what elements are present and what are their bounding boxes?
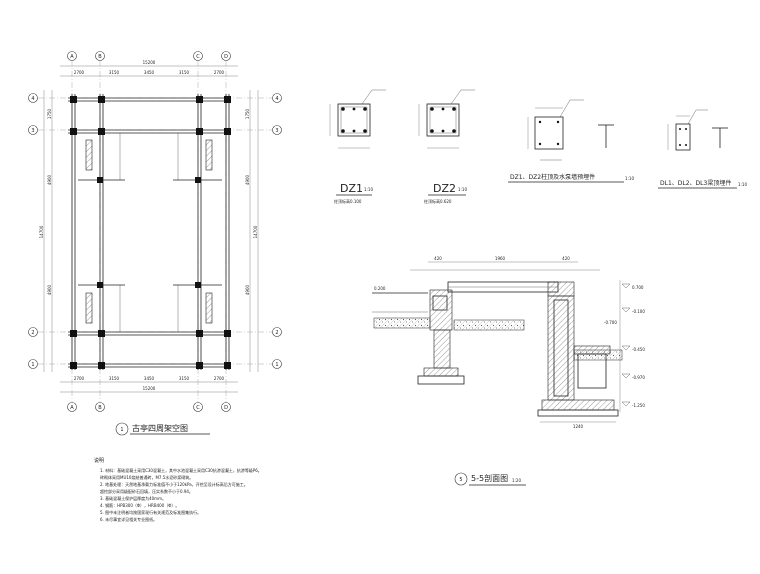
right-dim-1: 1750 — [245, 108, 250, 119]
note-line-6: 4. 钢筋：HPB300（Φ），HRB400（Φ）。 — [100, 502, 179, 508]
embed1-title: DZ1、DZ2柱顶及水泵墙预埋件 — [510, 173, 595, 181]
elev-4: -0.970 — [632, 375, 645, 380]
span-1-bottom: 2700 — [74, 376, 85, 381]
elev-6: -0.700 — [604, 320, 617, 325]
dz1-scale: 1:10 — [364, 187, 373, 192]
embed-detail-1: DZ1、DZ2柱顶及水泵墙预埋件 1:10 — [508, 99, 634, 183]
note-line-4: 超挖部分采用级配砂石回填，压实系数不小于0.94。 — [100, 488, 193, 494]
overall-height-right: 14700 — [253, 225, 258, 238]
section-top-dim-2: 1960 — [495, 256, 506, 261]
plan-title-text: 古亭四周架空图 — [132, 423, 188, 433]
general-notes: 说明 1. 材料：基础混凝土采用C30混凝土，其中水池混凝土采用C30抗渗混凝土… — [94, 457, 262, 522]
embed-detail-2: DL1、DL2、DL3梁顶埋件 1:10 — [658, 109, 747, 189]
right-dim-2: 4900 — [245, 174, 250, 185]
section-top-dim-3: 420 — [562, 256, 570, 261]
axis-label-3-right: 3 — [275, 128, 278, 134]
section-5-5: 420 1960 420 0.200 0.700 -0.10 — [372, 256, 645, 486]
note-line-1: 1. 材料：基础混凝土采用C30混凝土，其中水池混凝土采用C30抗渗混凝土，抗渗… — [100, 467, 262, 473]
plan-top-dimensions: 15200 2700 3150 3450 3150 2700 2700 3150… — [60, 60, 238, 393]
dz2-note: 柱顶标高0.620 — [424, 198, 452, 204]
dz1-note: 柱顶标高0.100 — [334, 198, 362, 204]
left-dim-2: 4900 — [47, 174, 52, 185]
axis-label-1: 1 — [31, 362, 34, 368]
axis-label-c-bottom: C — [196, 405, 200, 411]
section-bottom-dim: 1240 — [573, 424, 584, 429]
elev-5: -1.250 — [632, 403, 645, 408]
elev-1: 0.700 — [632, 285, 644, 290]
left-dim-1: 1750 — [47, 108, 52, 119]
note-line-2: 砖砌体采用MU10烧结普通砖，M7.5水泥砂浆砌筑。 — [100, 474, 193, 480]
dz2-scale: 1:10 — [458, 187, 467, 192]
section-top-dim-1: 420 — [434, 256, 442, 261]
left-dim-3: 4900 — [47, 284, 52, 295]
section-scale: 1:20 — [512, 478, 521, 483]
plan-axes-left: 4 3 2 1 4 3 2 1 14700 1750 4900 4900 147… — [28, 90, 282, 372]
span-4-bottom: 3150 — [179, 376, 190, 381]
axis-label-2: 2 — [31, 330, 34, 336]
span-5-bottom: 2700 — [214, 376, 225, 381]
overall-width: 15200 — [143, 60, 156, 65]
axis-label-4-right: 4 — [275, 96, 278, 102]
axis-label-a: A — [70, 54, 74, 60]
axis-label-2-right: 2 — [275, 330, 278, 336]
span-1: 2700 — [74, 70, 85, 75]
axis-label-4: 4 — [31, 96, 34, 102]
notes-heading: 说明 — [94, 457, 104, 464]
plan-structure — [68, 94, 231, 370]
span-4: 3150 — [179, 70, 190, 75]
embed2-title: DL1、DL2、DL3梁顶埋件 — [660, 179, 731, 187]
dz2-detail: DZ2 1:10 柱顶标高0.620 — [418, 89, 475, 204]
section-title-number: 5 — [459, 477, 462, 483]
dz1-label: DZ1 — [340, 182, 363, 195]
axis-label-d: D — [224, 54, 228, 60]
axis-label-a-bottom: A — [70, 405, 74, 411]
span-2: 3150 — [109, 70, 120, 75]
overall-width-bottom: 15200 — [143, 386, 156, 391]
span-3: 3450 — [144, 70, 155, 75]
section-elevations: 0.200 0.700 -0.100 -0.450 -0.970 -1.250 … — [374, 280, 645, 412]
overall-height: 14700 — [39, 225, 44, 238]
note-line-7: 5. 图中未注明者均按国家现行有关规范及标准图集执行。 — [100, 509, 201, 515]
note-line-3: 2. 地基处理：天然地基承载力标准值不小于120kPa，开挖至设计标高后方可施工… — [100, 481, 248, 487]
axis-label-c: C — [196, 54, 200, 60]
embed2-scale: 1:10 — [738, 182, 747, 187]
dz1-detail: DZ1 1:10 柱顶标高0.100 — [329, 89, 386, 204]
plan-title: 1 古亭四周架空图 — [115, 422, 210, 436]
elev-left: 0.200 — [374, 286, 386, 291]
span-2-bottom: 3150 — [109, 376, 120, 381]
axis-label-1-right: 1 — [275, 362, 278, 368]
section-title-text: 5-5剖面图 — [471, 473, 508, 483]
note-line-8: 6. 未尽事宜详见相关专业图纸。 — [100, 516, 157, 522]
span-3-bottom: 3450 — [144, 376, 155, 381]
dz2-label: DZ2 — [433, 182, 456, 195]
axis-label-b-bottom: B — [98, 405, 102, 411]
axis-label-b: B — [98, 54, 102, 60]
embed1-scale: 1:10 — [625, 176, 634, 181]
note-line-5: 3. 基础混凝土保护层厚度为40mm。 — [100, 495, 166, 501]
axis-label-3: 3 — [31, 128, 34, 134]
plan-axes-top: A B C D A B C D — [67, 51, 231, 412]
elev-3: -0.450 — [632, 347, 645, 352]
axis-label-d-bottom: D — [224, 405, 228, 411]
foundation-plan: A B C D A B C D 15200 2700 3150 3450 315… — [28, 51, 282, 436]
elev-2: -0.100 — [632, 309, 645, 314]
plan-title-number: 1 — [120, 427, 123, 433]
right-dim-3: 4900 — [245, 284, 250, 295]
span-5: 2700 — [214, 70, 225, 75]
